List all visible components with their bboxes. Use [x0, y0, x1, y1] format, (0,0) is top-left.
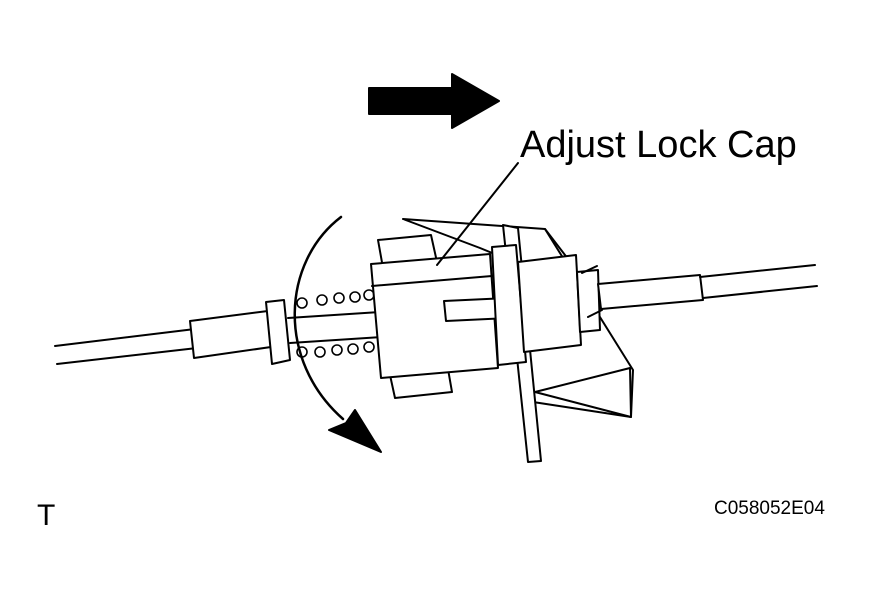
figure-code: C058052E04 — [714, 498, 825, 519]
rotation-arrow — [293, 215, 382, 453]
right-cable — [597, 264, 818, 310]
cable-holder — [491, 244, 603, 366]
corner-mark: T — [37, 499, 56, 532]
adjust-lock-cap — [370, 234, 511, 399]
spring — [296, 289, 375, 358]
push-direction-arrow — [368, 73, 500, 129]
callout-leader-line — [436, 162, 519, 266]
left-cable — [54, 299, 383, 365]
callout-label: Adjust Lock Cap — [520, 124, 797, 166]
